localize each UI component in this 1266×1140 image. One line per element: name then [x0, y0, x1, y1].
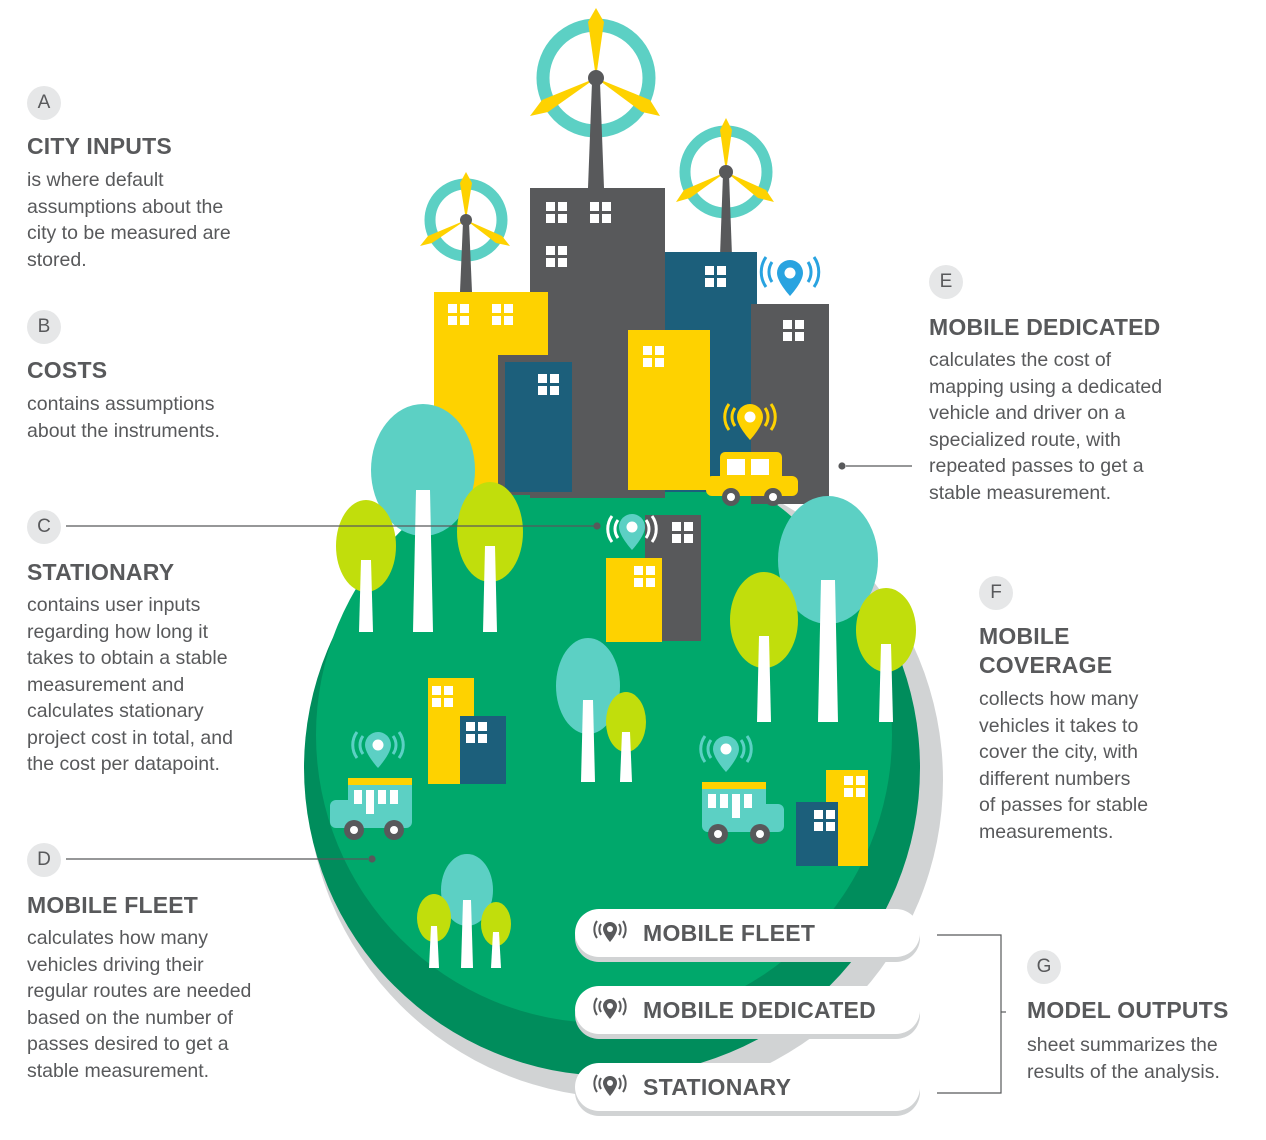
center-buildings: [606, 514, 701, 642]
wind-turbine-left: [420, 172, 510, 292]
section-description-model-outputs: sheet summarizes the results of the anal…: [1027, 1034, 1220, 1083]
right-buildings: [796, 770, 868, 866]
section-title-costs: COSTS: [27, 357, 108, 383]
section-title-stationary: STATIONARY: [27, 559, 175, 585]
tower-blue-left: [505, 362, 572, 492]
section-title-mobile-dedicated: MOBILE DEDICATED: [929, 314, 1161, 340]
connector-lines: [66, 462, 1006, 1094]
bus-right: [699, 735, 784, 844]
left-buildings: [428, 678, 506, 784]
section-description-mobile-coverage: collects how many vehicles it takes to c…: [979, 688, 1149, 843]
section-letter-d: D: [27, 843, 61, 877]
output-chip-label: MOBILE FLEET: [643, 919, 816, 946]
taxi: [706, 452, 798, 506]
section-title-mobile-fleet: MOBILE FLEET: [27, 892, 199, 918]
section-description-stationary: contains user inputs regarding how long …: [27, 594, 233, 775]
section-description-costs: contains assumptions about the instrumen…: [27, 393, 220, 442]
wind-turbine-right: [676, 118, 774, 256]
section-description-city-inputs: is where default assumptions about the c…: [27, 169, 231, 271]
tree-cluster-middle: [556, 638, 646, 782]
section-description-mobile-dedicated: calculates the cost of mapping using a d…: [929, 349, 1163, 504]
section-title-model-outputs: MODEL OUTPUTS: [1027, 997, 1229, 1023]
section-title-mobile-coverage: MOBILE COVERAGE: [979, 623, 1113, 678]
output-chip-mobile-dedicated: MOBILE DEDICATED: [575, 986, 920, 1034]
section-letter-f: F: [979, 576, 1013, 610]
section-letter-e: E: [929, 265, 963, 299]
broadcast-pin-icon: [723, 403, 777, 440]
wind-turbine-large: [530, 8, 660, 188]
broadcast-pin-icon: [759, 256, 821, 296]
section-letter-g: G: [1027, 950, 1061, 984]
tree-cluster-right: [730, 496, 916, 722]
output-chip-mobile-fleet: MOBILE FLEET: [575, 909, 920, 957]
section-letter-b: B: [27, 310, 61, 344]
output-chip-label: STATIONARY: [643, 1073, 792, 1100]
output-chip-label: MOBILE DEDICATED: [643, 996, 877, 1023]
tree-cluster-bottom: [417, 854, 511, 968]
broadcast-pin-icon: [593, 1074, 627, 1096]
section-letter-c: C: [27, 510, 61, 544]
tower-yellow-center: [628, 330, 710, 490]
section-title-city-inputs: CITY INPUTS: [27, 133, 172, 159]
section-letter-a: A: [27, 86, 61, 120]
section-description-mobile-fleet: calculates how many vehicles driving the…: [27, 927, 252, 1082]
broadcast-pin-icon: [593, 920, 627, 942]
tree-cluster-top-left: [336, 404, 523, 632]
bus-left: [330, 731, 412, 840]
output-chip-stationary: STATIONARY: [575, 1063, 920, 1111]
broadcast-pin-icon: [593, 997, 627, 1019]
